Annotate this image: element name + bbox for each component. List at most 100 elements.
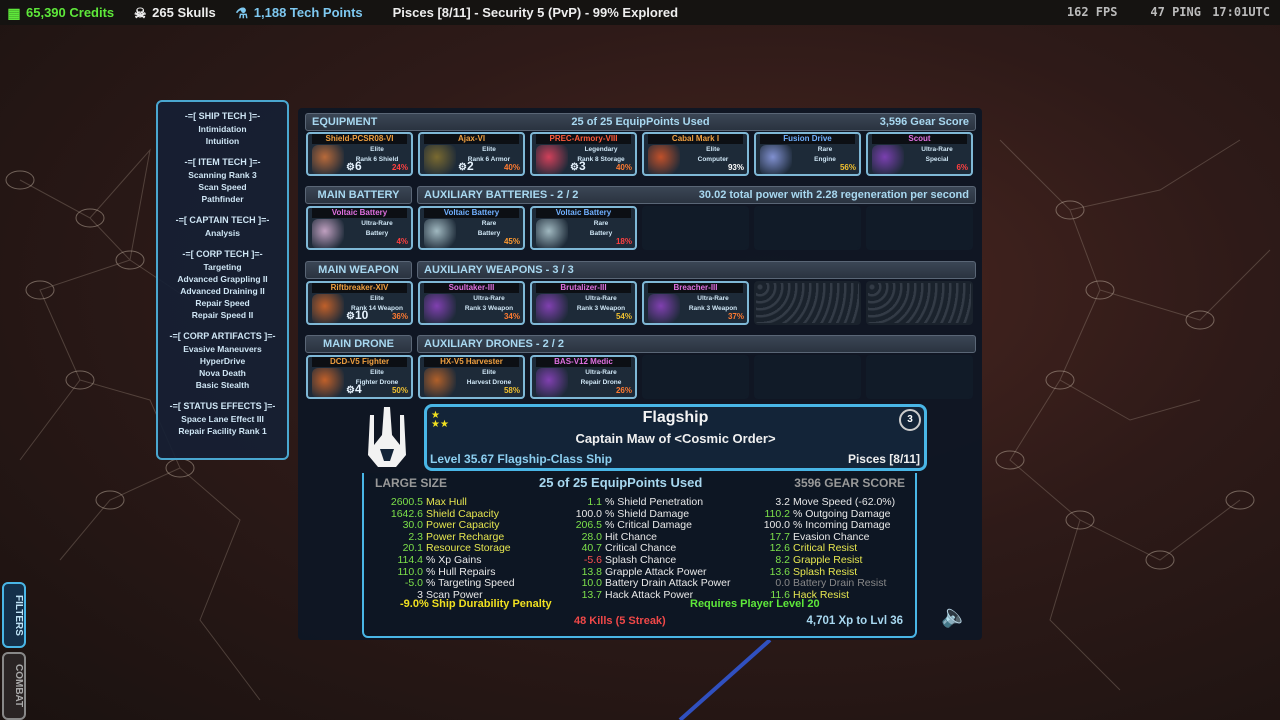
- gear-icon: ⚙: [570, 162, 579, 173]
- ship-gear-score: 3596 GEAR SCORE: [794, 476, 905, 490]
- item-rarity: Elite: [482, 369, 496, 376]
- stat-value: 30.0: [402, 519, 423, 532]
- stat-label: Scan Power: [426, 588, 483, 601]
- item-durability-percent: 40%: [615, 163, 632, 172]
- required-level: Requires Player Level 20: [690, 598, 820, 610]
- skulls-label: 265 Skulls: [152, 5, 216, 20]
- money-icon: ▦: [7, 4, 21, 21]
- item-rarity: Ultra-Rare: [473, 295, 505, 302]
- filters-tab[interactable]: FILTERS: [2, 582, 26, 648]
- item-rarity: Elite: [706, 146, 720, 153]
- main-drone-label: MAIN DRONE: [323, 338, 394, 350]
- drones-empty-slot[interactable]: [754, 355, 861, 399]
- item-durability-percent: 4%: [396, 237, 408, 246]
- signal-badge[interactable]: 3: [899, 409, 921, 431]
- item-icon: [536, 368, 568, 397]
- item-name: Fusion Drive: [760, 134, 855, 144]
- item-rank-value: 2: [466, 159, 474, 173]
- stat-value: 100.0: [575, 507, 602, 520]
- stat-label: % Shield Damage: [605, 507, 690, 520]
- main-weapon-header: MAIN WEAPON: [305, 261, 412, 279]
- weapons-empty-slot[interactable]: [754, 281, 861, 325]
- item-type: Rank 6 Armor: [467, 156, 511, 163]
- item-type: Repair Drone: [580, 379, 622, 386]
- main-battery-label: MAIN BATTERY: [317, 189, 400, 201]
- tech-item: Scanning Rank 3: [188, 170, 257, 180]
- filters-tab-label: FILTERS: [13, 594, 24, 636]
- tech-section-header: -=[ SHIP TECH ]=-: [184, 111, 261, 121]
- item-icon: [424, 294, 456, 323]
- stat-value: 20.1: [402, 542, 423, 555]
- stat-row: 100.0% Shield Damage: [554, 507, 730, 521]
- drones-empty-slot[interactable]: [866, 355, 973, 399]
- main-drone-header: MAIN DRONE: [305, 335, 412, 353]
- stat-label: Hack Attack Power: [605, 588, 694, 601]
- batteries-empty-slot[interactable]: [642, 206, 749, 250]
- item-type: Battery: [365, 230, 389, 237]
- tech-section-header: -=[ CORP TECH ]=-: [182, 249, 263, 259]
- weapons-empty-slot[interactable]: [866, 281, 973, 325]
- item-icon: [536, 145, 568, 174]
- signal-badge-count: 3: [907, 414, 913, 425]
- item-rarity: Ultra-Rare: [361, 220, 393, 227]
- item-name: Ajax-VI: [424, 134, 519, 144]
- aux-drones-header: AUXILIARY DRONES - 2 / 2: [417, 335, 976, 353]
- item-rank-value: 6: [354, 159, 362, 173]
- tech-item: Scan Speed: [198, 182, 247, 192]
- aux-weapons-header: AUXILIARY WEAPONS - 3 / 3: [417, 261, 976, 279]
- item-durability-percent: 50%: [391, 386, 408, 395]
- stat-value: 17.7: [769, 530, 790, 543]
- sound-toggle-button[interactable]: 🔈: [941, 603, 968, 629]
- top-status-bar: ▦ 65,390 Credits ☠ 265 Skulls ⚗ 1,188 Te…: [0, 0, 1280, 25]
- tech-section-header: -=[ CAPTAIN TECH ]=-: [175, 215, 270, 225]
- microscope-icon: ⚗: [235, 4, 249, 21]
- item-rank-level: ⚙6: [346, 159, 362, 173]
- tech-item: Evasive Maneuvers: [183, 344, 262, 354]
- tech-item: Pathfinder: [201, 194, 244, 204]
- stat-value: 110.2: [764, 507, 791, 520]
- aux-batteries-label: AUXILIARY BATTERIES - 2 / 2: [424, 189, 579, 201]
- stat-value: 13.6: [769, 565, 790, 578]
- combat-tab-label: COMBAT: [13, 664, 24, 708]
- item-icon: [312, 145, 344, 174]
- tech-item: Advanced Draining II: [180, 286, 265, 296]
- item-name: Breacher-III: [648, 283, 743, 293]
- combat-tab[interactable]: COMBAT: [2, 652, 26, 720]
- drones-empty-slot[interactable]: [642, 355, 749, 399]
- stat-value: 28.0: [581, 530, 602, 543]
- item-type: Battery: [589, 230, 613, 237]
- stat-value: 11.6: [770, 588, 790, 601]
- gear-icon: ⚙: [458, 162, 467, 173]
- item-durability-percent: 34%: [503, 312, 520, 321]
- batteries-empty-slot[interactable]: [754, 206, 861, 250]
- item-type: Rank 3 Weapon: [576, 305, 626, 312]
- speaker-icon: 🔈: [941, 603, 969, 628]
- batteries-empty-slot[interactable]: [866, 206, 973, 250]
- stat-label: Resource Storage: [426, 542, 511, 555]
